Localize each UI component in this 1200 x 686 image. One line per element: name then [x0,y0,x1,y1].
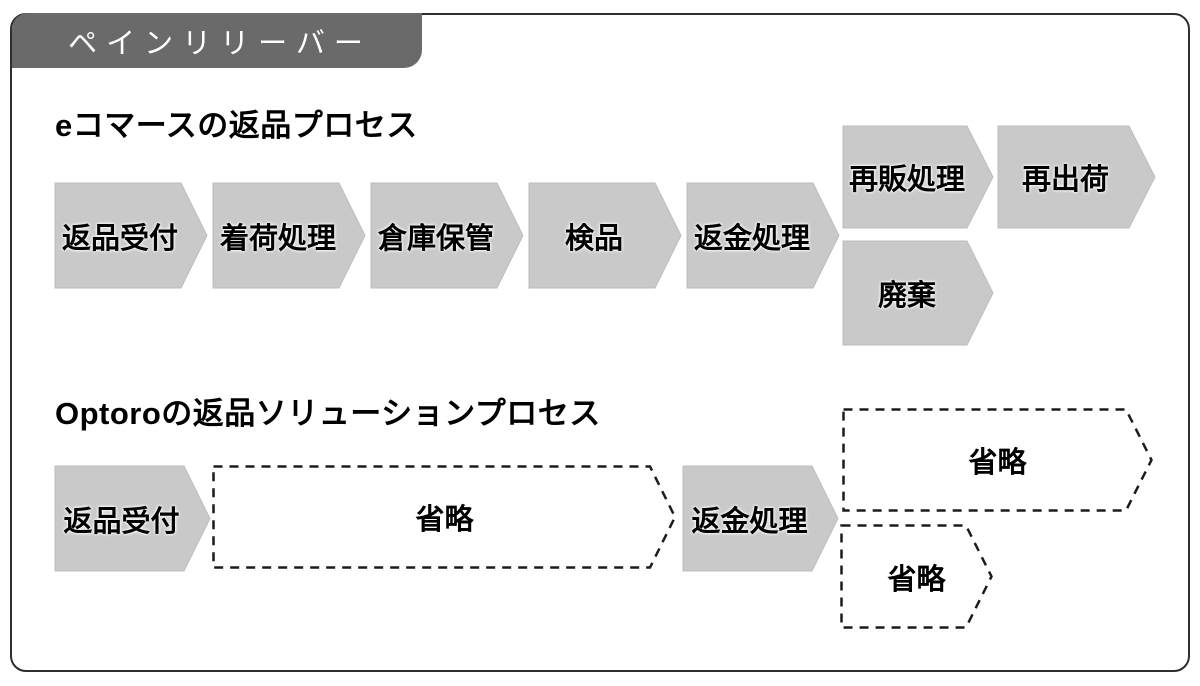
step2-omitted-top: 省略 [842,408,1153,512]
step-return-intake: 返品受付 [54,182,208,289]
arrow-shape [212,182,366,289]
step-label: 再販処理 [848,164,965,196]
optoro-process-title: Optoroの返品ソリューションプロセス [55,396,601,431]
arrow-shape [686,182,840,289]
step-refund-processing: 返金処理 [686,182,840,289]
arrow-shape [528,182,682,289]
step-label: 検品 [564,222,623,255]
step2-omitted-long: 省略 [212,465,677,569]
step-label: 着荷処理 [219,222,336,255]
dashed-arrow-shape [840,524,993,629]
step-reshipment: 再出荷 [997,125,1156,229]
badge-label: ペインリリーバー [68,25,372,60]
step-label: 返金処理 [693,222,810,255]
step-warehouse-storage: 倉庫保管 [370,182,524,289]
arrow-shape [842,240,994,346]
arrow-shape [842,125,994,229]
arrow-shape [370,182,524,289]
ecommerce-process-title: eコマースの返品プロセス [55,108,418,143]
step-inspection: 検品 [528,182,682,289]
arrow-shape [682,465,839,572]
step-arrival-processing: 着荷処理 [212,182,366,289]
step2-omitted-bottom: 省略 [840,524,993,629]
dashed-arrow-shape [212,465,677,569]
step-label: 返金処理 [691,505,808,538]
step-disposal: 廃棄 [842,240,994,346]
step-label: 再出荷 [1021,164,1109,196]
step-label: 省略 [887,563,946,596]
step-label: 倉庫保管 [377,222,494,255]
step-label: 廃棄 [877,280,936,312]
arrow-shape [54,182,208,289]
step2-return-intake: 返品受付 [54,465,211,572]
pain-reliever-badge: ペインリリーバー [12,13,422,68]
step-label: 省略 [968,447,1027,479]
dashed-arrow-shape [842,408,1153,512]
step-label: 返品受付 [63,505,180,538]
arrow-shape [54,465,211,572]
step-label: 省略 [415,504,474,536]
step-label: 返品受付 [61,222,178,255]
arrow-shape [997,125,1156,229]
step-resale-processing: 再販処理 [842,125,994,229]
step2-refund-processing: 返金処理 [682,465,839,572]
